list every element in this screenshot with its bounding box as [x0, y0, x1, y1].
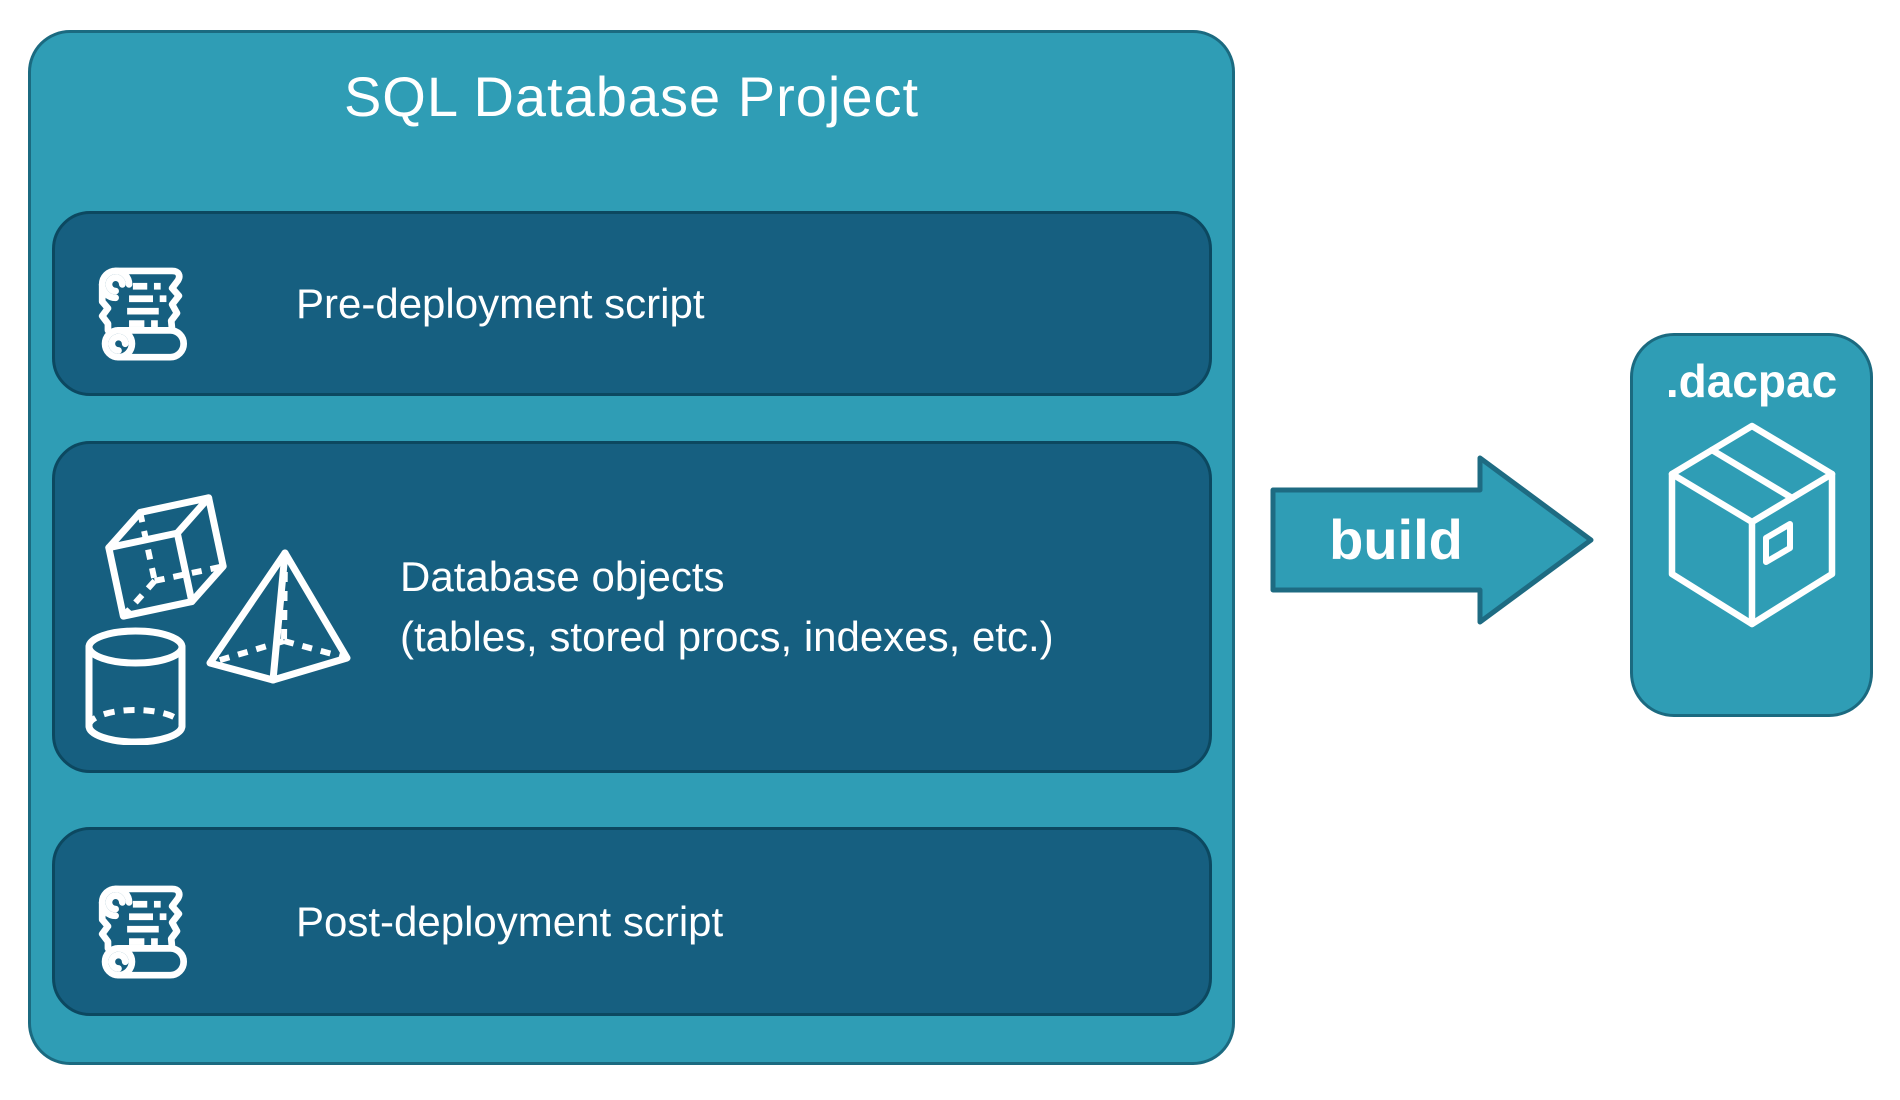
panel-post-deployment-script: Post-deployment script	[52, 827, 1212, 1016]
build-arrow-shape	[1270, 455, 1594, 625]
panel-label-line2: (tables, stored procs, indexes, etc.)	[400, 613, 1054, 660]
dacpac-box: .dacpac	[1630, 333, 1873, 717]
3d-shapes-icon	[82, 470, 352, 745]
panel-pre-deployment-script: Pre-deployment script	[52, 211, 1212, 396]
scroll-icon	[84, 246, 199, 361]
dacpac-label: .dacpac	[1665, 355, 1838, 407]
panel-label: Pre-deployment script	[296, 279, 705, 327]
sql-database-project-container: SQL Database Project	[28, 30, 1235, 1065]
build-arrow: build	[1270, 455, 1594, 625]
panel-label: Post-deployment script	[296, 897, 724, 945]
scroll-icon	[84, 864, 199, 979]
package-icon	[1668, 422, 1835, 628]
panel-label: Database objects (tables, stored procs, …	[400, 547, 1054, 667]
project-title: SQL Database Project	[343, 65, 920, 128]
panel-label-line1: Database objects	[400, 553, 725, 600]
build-arrow-label: build	[1329, 508, 1463, 571]
panel-database-objects: Database objects (tables, stored procs, …	[52, 441, 1212, 773]
